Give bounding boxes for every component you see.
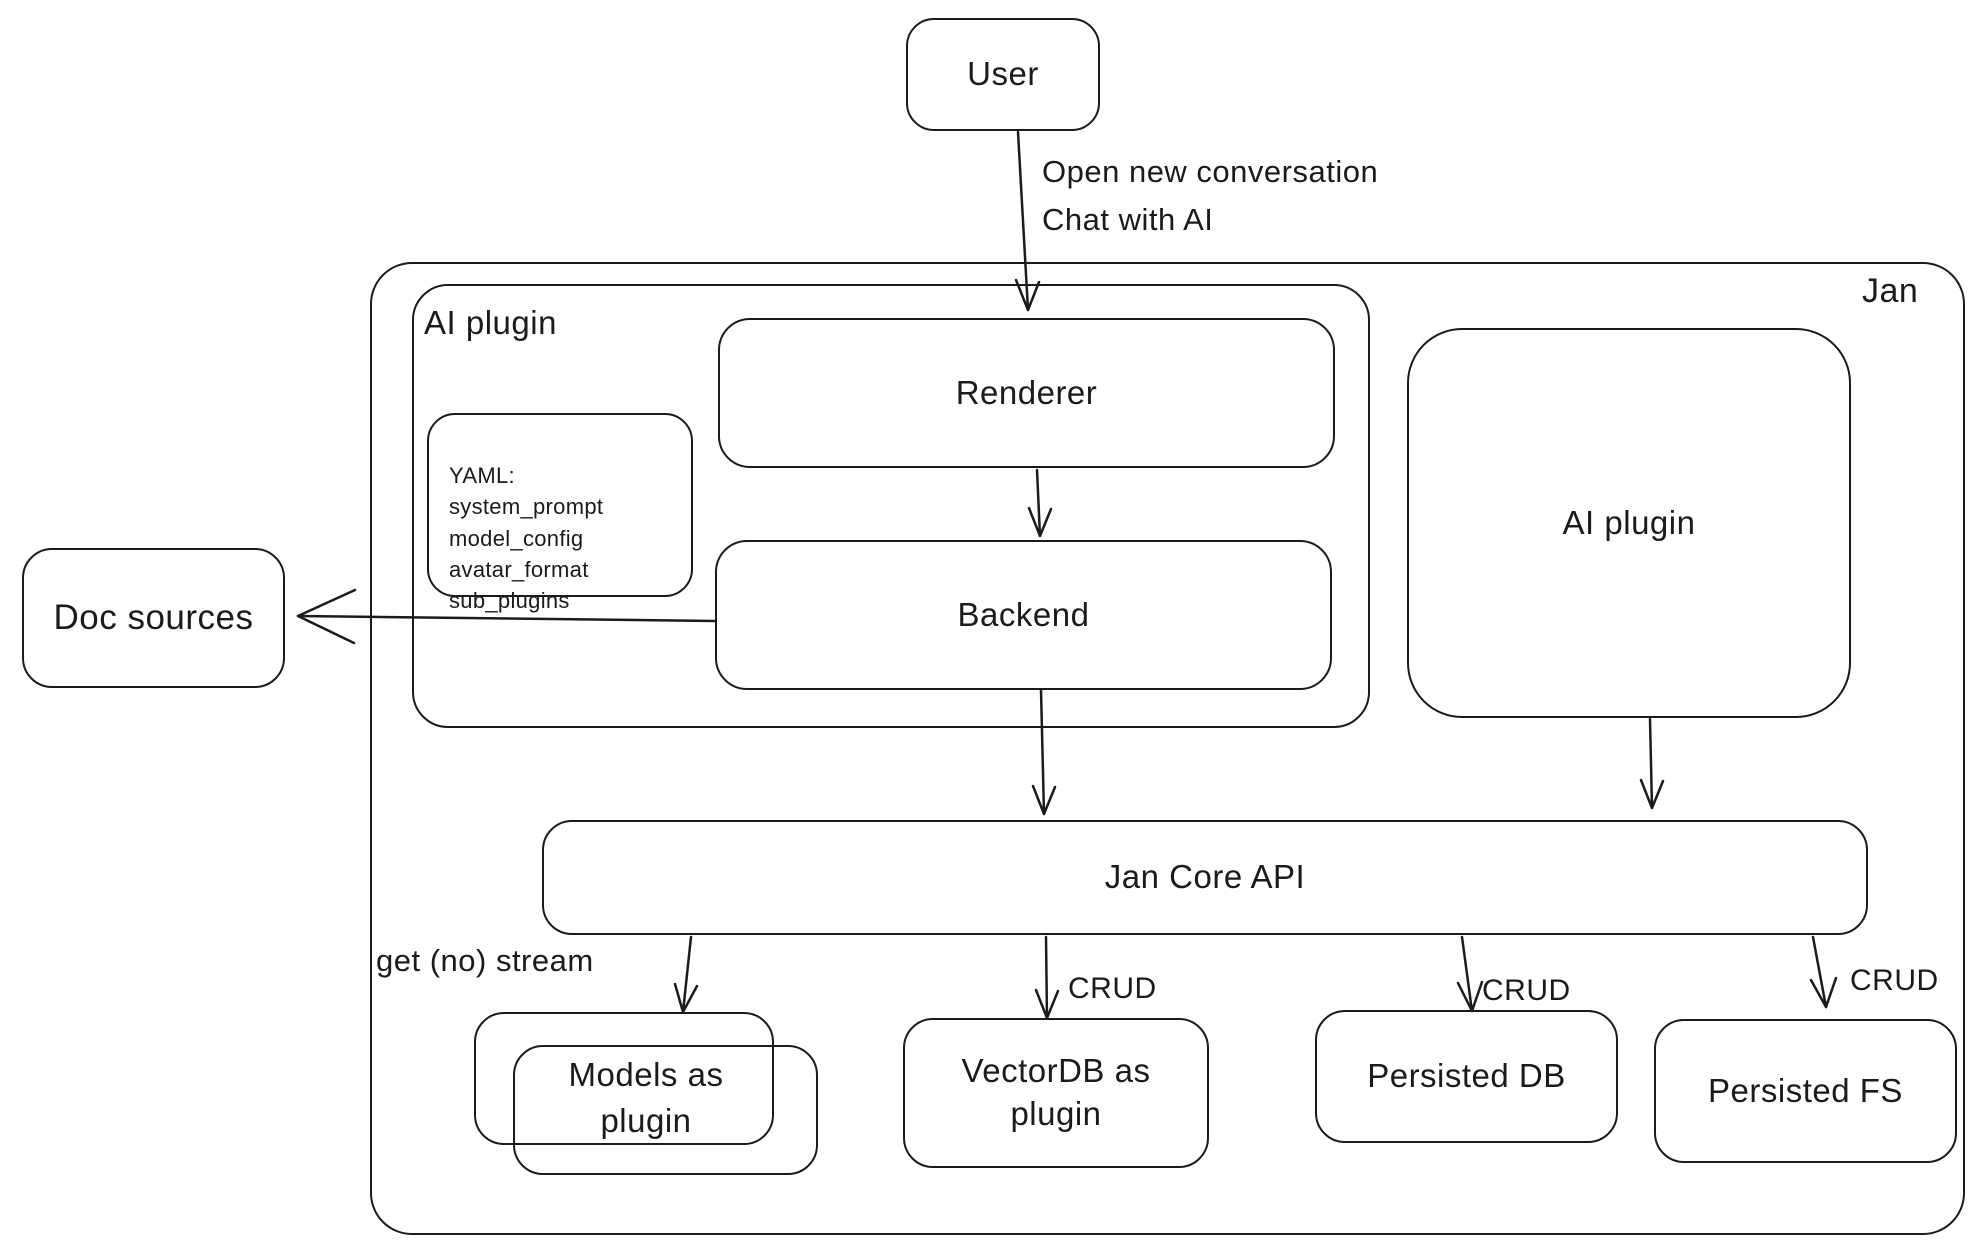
vectordb-node: VectorDB as plugin xyxy=(903,1018,1209,1168)
ai-plugin-group-label: AI plugin xyxy=(424,304,557,341)
edge-label-crud-persisted-fs: CRUD xyxy=(1850,964,1939,997)
user-node: User xyxy=(906,18,1100,131)
edge-label-get-no-stream: get (no) stream xyxy=(376,943,594,978)
renderer-node: Renderer xyxy=(718,318,1335,468)
backend-label: Backend xyxy=(957,595,1090,633)
renderer-label: Renderer xyxy=(955,373,1098,411)
doc-sources-node: Doc sources xyxy=(22,548,285,688)
ai-plugin-group xyxy=(412,284,1370,728)
ai-plugin-label: AI plugin xyxy=(1562,503,1696,541)
edge-label-crud-vectordb: CRUD xyxy=(1068,972,1157,1005)
user-label: User xyxy=(967,55,1039,93)
jan-label: Jan xyxy=(1862,272,1919,310)
persisted-db-label: Persisted DB xyxy=(1367,1057,1566,1095)
doc-sources-label: Doc sources xyxy=(53,598,254,638)
jan-core-api-label: Jan Core API xyxy=(1104,858,1306,896)
edge-label-crud-persisted-db: CRUD xyxy=(1482,974,1571,1007)
persisted-db-node: Persisted DB xyxy=(1315,1010,1618,1143)
models-outer-box xyxy=(474,1012,774,1145)
models-label: Models as plugin xyxy=(568,1056,724,1139)
persisted-fs-label: Persisted FS xyxy=(1708,1071,1903,1109)
persisted-fs-node: Persisted FS xyxy=(1654,1019,1957,1163)
models-inner-box xyxy=(513,1045,818,1175)
edge-label-open-new-conversation: Open new conversation Chat with AI xyxy=(1042,154,1379,238)
yaml-note: YAML: system_prompt model_config avatar_… xyxy=(427,413,693,613)
ai-plugin-node: AI plugin xyxy=(1407,328,1851,718)
backend-node: Backend xyxy=(715,540,1332,690)
vectordb-label: VectorDB as plugin xyxy=(961,1052,1151,1132)
jan-container xyxy=(370,262,1965,1235)
yaml-note-text: YAML: system_prompt model_config avatar_… xyxy=(449,463,604,614)
jan-core-api-node: Jan Core API xyxy=(542,820,1868,935)
